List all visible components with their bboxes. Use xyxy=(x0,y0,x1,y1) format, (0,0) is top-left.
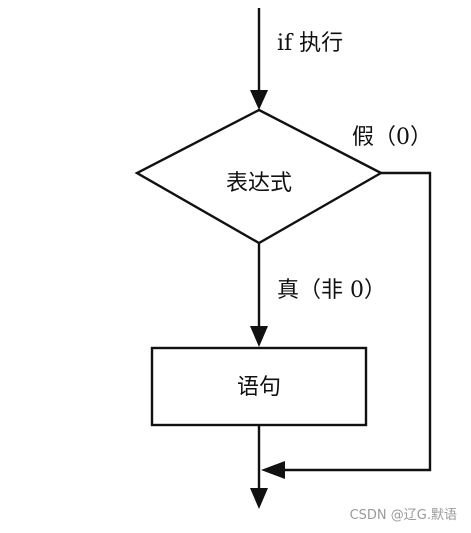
exit-arrowhead xyxy=(250,488,268,509)
entry-arrowhead xyxy=(250,90,268,110)
false-branch-line xyxy=(285,171,432,472)
statement-label: 语句 xyxy=(237,375,281,400)
condition-label: 表达式 xyxy=(226,171,292,196)
false-label: 假（0） xyxy=(352,125,432,150)
true-label: 真（非 0） xyxy=(277,278,386,303)
true-branch-arrowhead xyxy=(250,326,268,347)
false-branch-arrowhead xyxy=(261,461,285,479)
entry-label: if 执行 xyxy=(277,31,343,56)
csdn-watermark: CSDN @辽G.默语 xyxy=(349,508,457,523)
statement-box xyxy=(150,346,368,427)
